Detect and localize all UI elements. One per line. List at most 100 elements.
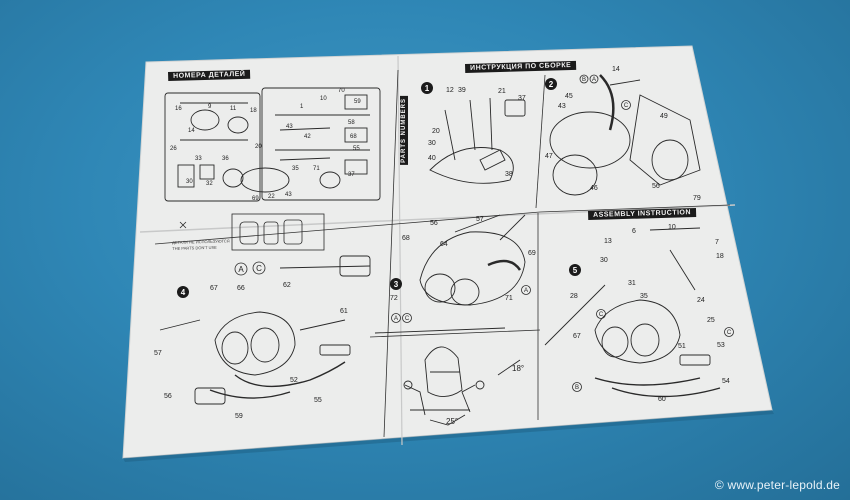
- step-4-badge: [177, 286, 189, 298]
- step-1-drawing: [429, 97, 526, 184]
- svg-text:46: 46: [590, 185, 598, 192]
- marker-a-step3-right: A: [524, 288, 528, 294]
- svg-text:69: 69: [252, 196, 259, 202]
- svg-text:56: 56: [430, 220, 438, 227]
- svg-text:39: 39: [458, 87, 466, 94]
- svg-text:18: 18: [250, 108, 257, 114]
- step-1-number: 1: [425, 84, 430, 93]
- svg-text:67: 67: [210, 285, 218, 292]
- svg-text:10: 10: [668, 224, 676, 231]
- svg-text:30: 30: [428, 140, 436, 147]
- svg-text:55: 55: [314, 397, 322, 404]
- step-3-drawing: [419, 214, 526, 306]
- svg-text:68: 68: [402, 235, 410, 242]
- svg-text:13: 13: [604, 238, 612, 245]
- svg-text:25: 25: [707, 317, 715, 324]
- helicopter-front-view: [374, 327, 521, 426]
- svg-text:40: 40: [428, 155, 436, 162]
- svg-text:57: 57: [476, 216, 484, 223]
- svg-text:31: 31: [628, 280, 636, 287]
- svg-text:24: 24: [697, 297, 705, 304]
- svg-text:68: 68: [350, 134, 357, 140]
- svg-text:60: 60: [658, 396, 666, 403]
- svg-text:11: 11: [230, 106, 237, 112]
- svg-text:22: 22: [268, 194, 275, 200]
- fold-line-vertical: [397, 55, 403, 446]
- svg-text:18: 18: [716, 253, 724, 260]
- svg-text:36: 36: [222, 156, 229, 162]
- svg-text:14: 14: [612, 66, 620, 73]
- svg-text:32: 32: [206, 181, 213, 187]
- step-4-number: 4: [181, 288, 186, 297]
- step-3-number: 3: [394, 280, 399, 289]
- svg-text:64: 64: [440, 241, 448, 248]
- marker-c-step5: C: [599, 312, 604, 318]
- svg-text:59: 59: [235, 413, 243, 420]
- svg-text:30: 30: [186, 179, 193, 185]
- step-4-drawing: [159, 255, 371, 405]
- parts-numbers-vertical-label: PARTS NUMBERS: [400, 96, 408, 165]
- step-3-badge: [390, 278, 402, 290]
- svg-text:6: 6: [632, 228, 636, 235]
- angle-25-label: 25°: [446, 417, 458, 426]
- unused-parts-footnote: ДЕТАЛИ НЕ ИСПОЛЬЗУЮТСЯ THE PARTS DON'T U…: [172, 238, 230, 252]
- svg-text:56: 56: [652, 183, 660, 190]
- step-2-drawing: [549, 74, 701, 196]
- svg-text:7: 7: [715, 239, 719, 246]
- svg-text:9: 9: [208, 104, 212, 110]
- angle-18-label: 18°: [512, 364, 524, 373]
- step-5-badge: [569, 264, 581, 276]
- svg-text:26: 26: [170, 146, 177, 152]
- svg-text:30: 30: [600, 257, 608, 264]
- svg-text:1: 1: [300, 104, 304, 110]
- marker-c-step2: C: [624, 103, 629, 109]
- marker-a-step2: A: [592, 77, 596, 83]
- svg-text:71: 71: [505, 295, 513, 302]
- marker-c-step4: C: [256, 264, 262, 273]
- svg-text:47: 47: [545, 153, 553, 160]
- marker-b-step2: B: [582, 77, 586, 83]
- svg-text:28: 28: [570, 293, 578, 300]
- svg-text:62: 62: [283, 282, 291, 289]
- svg-text:10: 10: [320, 96, 327, 102]
- svg-text:42: 42: [304, 134, 311, 140]
- svg-text:71: 71: [313, 166, 320, 172]
- svg-text:70: 70: [338, 88, 345, 94]
- svg-text:54: 54: [722, 378, 730, 385]
- step-2-badge: [545, 78, 557, 90]
- unused-parts-box: [179, 213, 325, 251]
- svg-text:37: 37: [518, 95, 526, 102]
- svg-text:35: 35: [292, 166, 299, 172]
- svg-text:72: 72: [390, 295, 398, 302]
- svg-text:33: 33: [195, 156, 202, 162]
- step-2-number: 2: [549, 80, 554, 89]
- svg-text:14: 14: [188, 128, 195, 134]
- marker-c-step3: C: [405, 316, 410, 322]
- paper-shadow: [123, 410, 774, 462]
- svg-text:45: 45: [565, 93, 573, 100]
- svg-text:38: 38: [505, 171, 513, 178]
- svg-text:56: 56: [164, 393, 172, 400]
- step-number-badges: [177, 78, 581, 298]
- svg-text:37: 37: [348, 172, 355, 178]
- svg-text:57: 57: [154, 350, 162, 357]
- svg-text:69: 69: [528, 250, 536, 257]
- marker-a-step3: A: [394, 316, 398, 322]
- marker-c-step5-right: C: [727, 330, 732, 336]
- svg-text:12: 12: [446, 87, 454, 94]
- marker-a-step4: A: [238, 265, 244, 274]
- svg-text:20: 20: [432, 128, 440, 135]
- svg-text:58: 58: [348, 120, 355, 126]
- svg-text:49: 49: [660, 113, 668, 120]
- step-5-drawing: [544, 227, 721, 398]
- watermark-text: © www.peter-lepold.de: [714, 478, 840, 492]
- svg-text:43: 43: [285, 192, 292, 198]
- svg-text:66: 66: [237, 285, 245, 292]
- step-5-number: 5: [573, 266, 578, 275]
- svg-text:51: 51: [678, 343, 686, 350]
- step-1-badge: [421, 82, 433, 94]
- svg-text:52: 52: [290, 377, 298, 384]
